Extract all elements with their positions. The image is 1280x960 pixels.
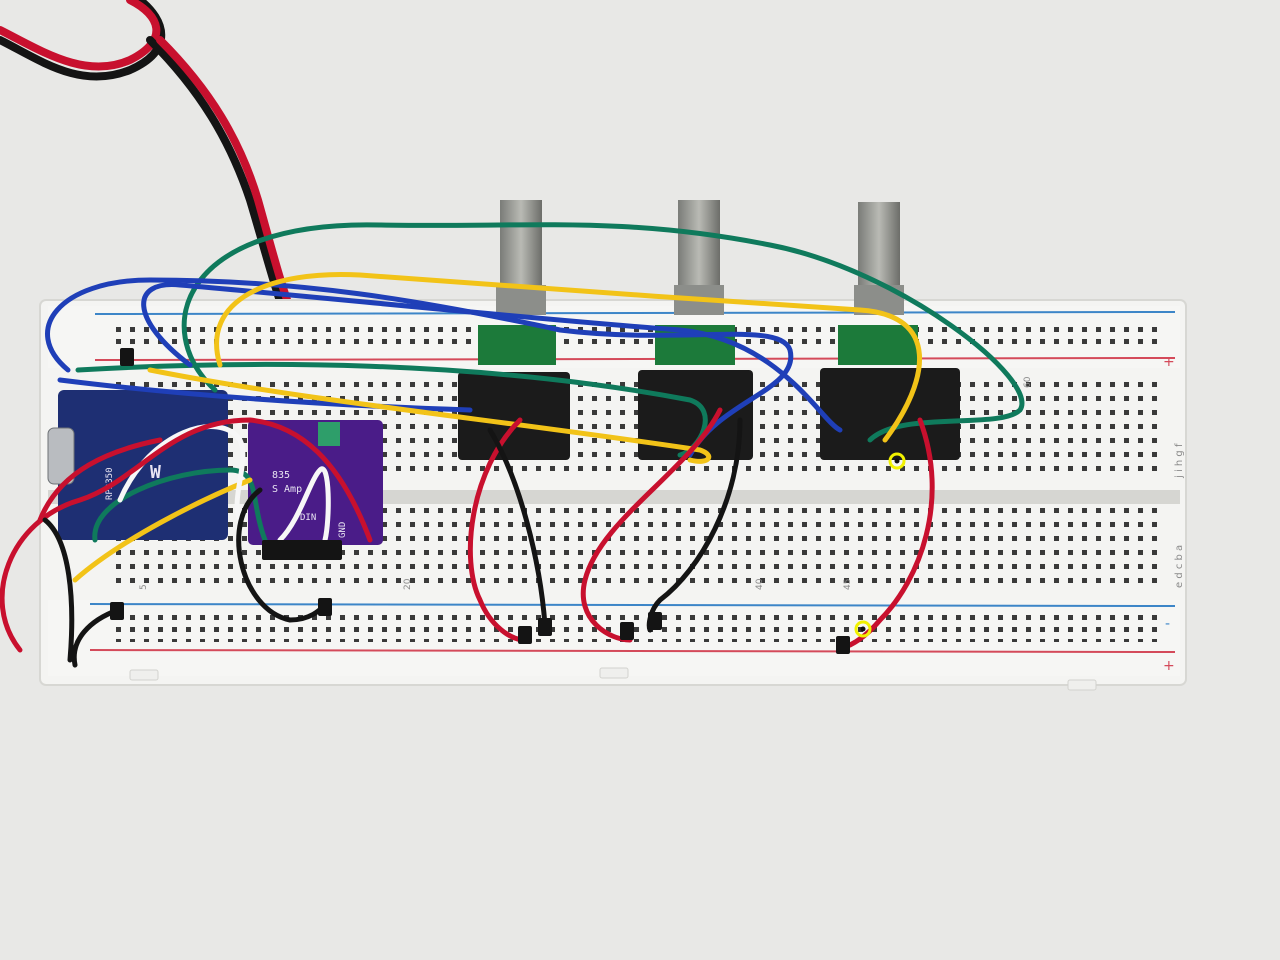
wire-red: [37, 437, 163, 523]
wire-green: [92, 467, 268, 543]
wire-connectors: [110, 348, 850, 654]
wire-green: [75, 361, 708, 458]
audio-amp-module: 835 S Amp DIN GND: [248, 420, 383, 545]
column-number: 20: [403, 578, 413, 590]
column-number: 45: [843, 579, 853, 590]
marker-lower: [854, 620, 872, 638]
wire-red: [467, 417, 528, 643]
wire-black: [487, 427, 548, 628]
mcu-logo: W: [150, 462, 161, 483]
wire-blue: [141, 282, 843, 433]
rail-minus-sign: -: [1165, 616, 1170, 632]
wire-black: [71, 607, 121, 668]
wire-yellow: [147, 367, 712, 464]
wire-red: [580, 407, 723, 643]
amp-label: GND: [338, 522, 348, 538]
rail-plus-sign: +: [1163, 658, 1175, 674]
rail-plus-sign: +: [1163, 354, 1175, 370]
marker-upper: [888, 452, 906, 470]
wire-red: [0, 417, 373, 653]
wire-black: [236, 487, 328, 623]
row-letters-bottom: e d c b a: [1174, 545, 1185, 588]
amp-label: 835: [272, 470, 290, 481]
amp-label: DIN: [300, 513, 316, 523]
potentiometer-1: [458, 200, 570, 460]
amp-label: S Amp: [272, 484, 302, 495]
wire-yellow: [214, 271, 923, 443]
wire-black: [42, 517, 75, 663]
column-number: 40: [755, 578, 765, 590]
wire-white: [277, 466, 331, 543]
wire-blue: [57, 377, 473, 413]
jumper-wires: [0, 222, 1025, 668]
wire-yellow: [72, 477, 253, 583]
row-letters-top: j i h g f: [1174, 443, 1185, 479]
wire-blue: [45, 277, 794, 458]
potentiometer-2: [638, 200, 753, 460]
column-number: 5: [139, 584, 149, 590]
column-number: 60: [1023, 376, 1033, 388]
wire-green: [181, 222, 1025, 443]
